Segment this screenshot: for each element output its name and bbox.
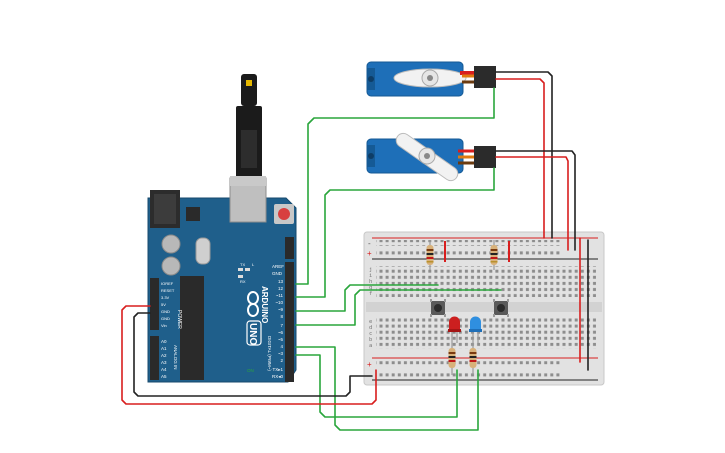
row-letter: g: [369, 285, 372, 291]
power-pin-label: Vin: [161, 323, 167, 328]
terminal-block-upper[interactable]: [376, 266, 596, 297]
pin-label: 7: [280, 323, 283, 328]
row-letter: c: [369, 331, 372, 337]
power-pin-label: GND: [161, 309, 170, 314]
pin-label: ~9: [278, 307, 284, 312]
power-pin-label: RESET: [161, 288, 175, 293]
pin-label: 8: [280, 314, 283, 319]
analog-pin-label: A0: [161, 339, 167, 344]
l-label: L: [252, 262, 255, 267]
pushbutton-icon[interactable]: [493, 299, 509, 317]
pin-label: 13: [278, 279, 284, 284]
row-letter: h: [369, 279, 372, 285]
breadboard[interactable]: - + + - j i h g f e d c b a: [363, 231, 605, 386]
power-pin-label: IOREF: [161, 281, 174, 286]
wire-red[interactable]: [495, 78, 545, 239]
wire-green[interactable]: [295, 284, 439, 312]
rail-plus-label-bottom: +: [367, 360, 372, 369]
row-letter: a: [369, 343, 372, 349]
digital-header[interactable]: [285, 262, 294, 382]
wire-black[interactable]: [133, 312, 373, 397]
pin-label: ~5: [278, 337, 284, 342]
arduino-uno-board[interactable]: ARDUINO UNO DIGITAL (PWM~) POWER ANALOG …: [147, 177, 297, 383]
resistor-icon[interactable]: [448, 343, 456, 375]
analog-pin-label: A4: [161, 367, 167, 372]
wire-red[interactable]: [495, 156, 569, 251]
pushbutton-icon[interactable]: [430, 299, 446, 317]
pin-label: ~10: [275, 300, 283, 305]
pin-label: RX◂0: [272, 374, 284, 379]
analog-header[interactable]: [150, 336, 159, 380]
pin-label: 12: [278, 286, 284, 291]
rail-plus-label: +: [367, 249, 372, 258]
analog-pin-label: A1: [161, 346, 167, 351]
power-header[interactable]: [150, 278, 159, 330]
regulator: [186, 207, 200, 221]
wire-black[interactable]: [495, 150, 576, 251]
led-icon[interactable]: [448, 316, 461, 344]
on-label: ON: [247, 368, 254, 373]
usb-cable-icon[interactable]: [230, 74, 266, 186]
analog-label: ANALOG IN: [173, 345, 178, 370]
row-letter: j: [369, 267, 372, 273]
pin-label: 2: [280, 358, 283, 363]
pin-label: 4: [280, 344, 283, 349]
wire-red[interactable]: [121, 305, 377, 405]
rail-minus-label: -: [368, 239, 371, 248]
crystal: [195, 237, 211, 265]
arduino-infinity-logo-icon: [247, 291, 259, 317]
servo-motor-icon[interactable]: [366, 131, 496, 184]
wire-green[interactable]: [295, 87, 495, 285]
arduino-model-label: UNO: [247, 323, 258, 345]
resistor-icon[interactable]: [426, 240, 434, 270]
aref-header: [285, 237, 294, 259]
gnd-label: GND: [272, 271, 283, 276]
capacitor: [161, 234, 181, 254]
top-rail-minus[interactable]: [376, 240, 560, 246]
led-icon[interactable]: [469, 316, 482, 344]
rx-label: RX: [240, 279, 246, 284]
bottom-rail-plus[interactable]: [376, 361, 560, 367]
servo-motor-icon[interactable]: [366, 61, 496, 97]
terminal-block-lower[interactable]: [376, 318, 596, 349]
pin-label: ~6: [278, 330, 284, 335]
pin-label: ~3: [278, 351, 284, 356]
resistor-icon[interactable]: [490, 240, 498, 270]
top-rail-plus[interactable]: [376, 250, 560, 256]
row-letter: b: [369, 337, 372, 343]
wire-green[interactable]: [295, 346, 479, 431]
analog-pin-label: A3: [161, 360, 167, 365]
digital-label: DIGITAL (PWM~): [267, 336, 272, 371]
analog-pin-label: A2: [161, 353, 167, 358]
bottom-rail-minus[interactable]: [376, 371, 560, 377]
wire-green[interactable]: [295, 289, 502, 326]
arduino-brand-label: ARDUINO: [260, 286, 269, 323]
row-letter: d: [369, 325, 372, 331]
row-letter: e: [369, 319, 372, 325]
power-label: POWER: [176, 310, 182, 329]
power-pin-label: GND: [161, 316, 170, 321]
aref-label: AREF: [272, 264, 284, 269]
resistor-icon[interactable]: [469, 343, 477, 375]
row-letter: i: [369, 273, 372, 279]
pin-label: ~11: [276, 293, 284, 298]
power-pin-label: 3.3V: [161, 295, 170, 300]
wire-green[interactable]: [295, 354, 458, 418]
power-pin-label: 5V: [161, 302, 166, 307]
row-letter: f: [369, 291, 372, 297]
wire-green[interactable]: [295, 167, 495, 298]
tx-label: TX: [240, 262, 245, 267]
analog-pin-label: A5: [161, 374, 167, 379]
pin-label: TX▸1: [272, 367, 283, 372]
capacitor: [161, 256, 181, 276]
atmega-chip: [180, 276, 204, 380]
